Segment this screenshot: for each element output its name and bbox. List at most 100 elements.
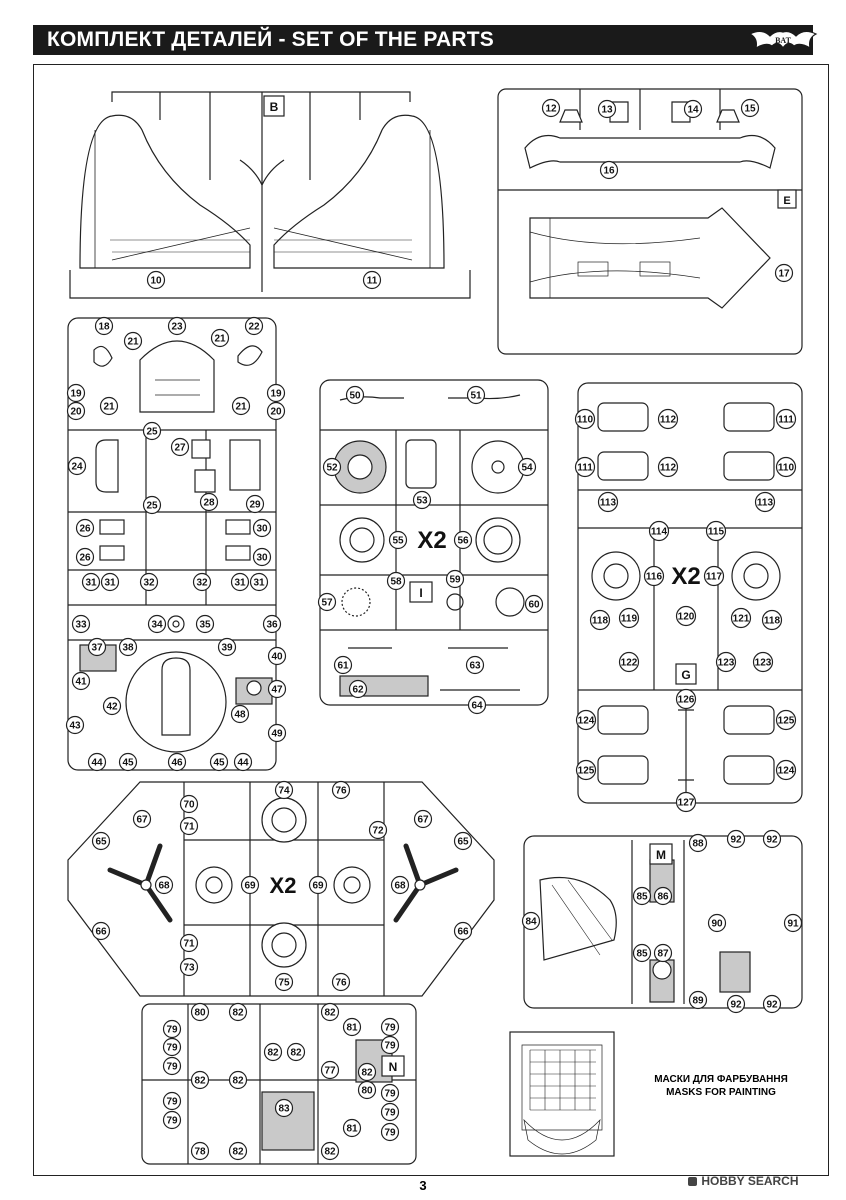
part-number: 20: [270, 407, 282, 418]
part-number: 79: [384, 1089, 396, 1100]
part-number: 25: [146, 501, 158, 512]
part-number: 71: [183, 822, 195, 833]
part-callout-115: 115: [705, 520, 727, 542]
part-callout-84: 84: [521, 911, 541, 931]
page-header: КОМПЛЕКТ ДЕТАЛЕЙ - SET OF THE PARTS: [33, 25, 813, 55]
part-number: 61: [337, 661, 349, 672]
part-callout-36: 36: [262, 614, 282, 634]
part-callout-40: 40: [267, 646, 287, 666]
part-callout-73: 73: [179, 957, 199, 977]
part-number: 65: [95, 837, 107, 848]
part-number: 76: [335, 786, 347, 797]
part-callout-12: 12: [541, 98, 561, 118]
part-number: 68: [158, 881, 170, 892]
masks-label-ua: МАСКИ ДЛЯ ФАРБУВАННЯ: [654, 1074, 788, 1085]
part-callout-44: 44: [233, 752, 253, 772]
part-callout-110: 110: [775, 456, 797, 478]
part-callout-54: 54: [517, 457, 537, 477]
part-callout-70: 70: [179, 794, 199, 814]
watermark-square-icon: [688, 1177, 697, 1186]
part-number: 82: [232, 1008, 244, 1019]
part-callout-91: 91: [783, 913, 803, 933]
part-callout-82: 82: [357, 1062, 377, 1082]
part-number: 58: [390, 577, 402, 588]
part-callout-82: 82: [263, 1042, 283, 1062]
part-callout-79: 79: [162, 1110, 182, 1130]
part-number: 69: [312, 881, 324, 892]
part-callout-31: 31: [249, 572, 269, 592]
part-number: 120: [678, 612, 695, 623]
part-callout-60: 60: [524, 594, 544, 614]
part-number: 57: [321, 598, 333, 609]
part-callout-116: 116: [643, 565, 665, 587]
part-callout-41: 41: [71, 671, 91, 691]
part-callout-111: 111: [574, 456, 596, 478]
part-callout-87: 87: [653, 943, 673, 963]
part-number: 70: [183, 800, 195, 811]
part-callout-78: 78: [190, 1141, 210, 1161]
part-callout-79: 79: [162, 1019, 182, 1039]
part-number: 89: [692, 996, 704, 1007]
part-callout-72: 72: [368, 820, 388, 840]
part-callout-68: 68: [154, 875, 174, 895]
part-number: 74: [278, 786, 290, 797]
sprue-e: E: [497, 88, 803, 355]
part-number: 123: [718, 658, 735, 669]
part-number: 78: [194, 1147, 206, 1158]
part-number: 23: [171, 322, 183, 333]
part-callout-15: 15: [740, 98, 760, 118]
part-number: 82: [361, 1068, 373, 1079]
part-number: 11: [367, 276, 378, 287]
part-callout-112: 112: [657, 408, 679, 430]
part-callout-90: 90: [707, 913, 727, 933]
part-number: 71: [183, 939, 195, 950]
part-number: 72: [372, 826, 384, 837]
part-number: 14: [687, 105, 699, 116]
part-number: 127: [678, 798, 695, 809]
part-number: 79: [166, 1097, 178, 1108]
part-number: 88: [692, 839, 704, 850]
parts-frame: [33, 64, 829, 1176]
part-callout-77: 77: [320, 1060, 340, 1080]
part-callout-79: 79: [162, 1037, 182, 1057]
part-callout-92: 92: [762, 829, 782, 849]
part-callout-53: 53: [412, 490, 432, 510]
part-callout-92: 92: [726, 829, 746, 849]
part-number: 41: [75, 677, 87, 688]
part-callout-81: 81: [342, 1017, 362, 1037]
part-callout-82: 82: [320, 1141, 340, 1161]
part-number: 92: [730, 1000, 742, 1011]
part-callout-66: 66: [453, 921, 473, 941]
part-number: 28: [203, 498, 215, 509]
part-callout-89: 89: [688, 990, 708, 1010]
part-callout-123: 123: [752, 651, 774, 673]
part-number: 119: [621, 614, 638, 625]
part-number: 39: [221, 643, 233, 654]
part-callout-76: 76: [331, 972, 351, 992]
part-callout-118: 118: [589, 609, 611, 631]
part-callout-17: 17: [774, 263, 794, 283]
part-callout-37: 37: [87, 637, 107, 657]
masks-sheet: [509, 1031, 615, 1157]
part-callout-43: 43: [65, 715, 85, 735]
part-callout-86: 86: [653, 886, 673, 906]
part-number: 16: [603, 166, 615, 177]
part-number: 45: [213, 758, 225, 769]
part-callout-82: 82: [228, 1002, 248, 1022]
part-number: 113: [757, 498, 774, 509]
part-callout-69: 69: [308, 875, 328, 895]
part-callout-31: 31: [230, 572, 250, 592]
part-callout-122: 122: [618, 651, 640, 673]
part-callout-65: 65: [91, 831, 111, 851]
part-number: 18: [98, 322, 110, 333]
part-callout-66: 66: [91, 921, 111, 941]
part-number: 54: [521, 463, 533, 474]
sprue-cockpit: [67, 317, 277, 771]
part-number: 79: [384, 1023, 396, 1034]
part-callout-11: 11: [362, 270, 382, 290]
part-number: 125: [778, 716, 795, 727]
part-number: 36: [266, 620, 278, 631]
part-number: 31: [104, 578, 116, 589]
part-number: 79: [166, 1062, 178, 1073]
part-callout-18: 18: [94, 316, 114, 336]
